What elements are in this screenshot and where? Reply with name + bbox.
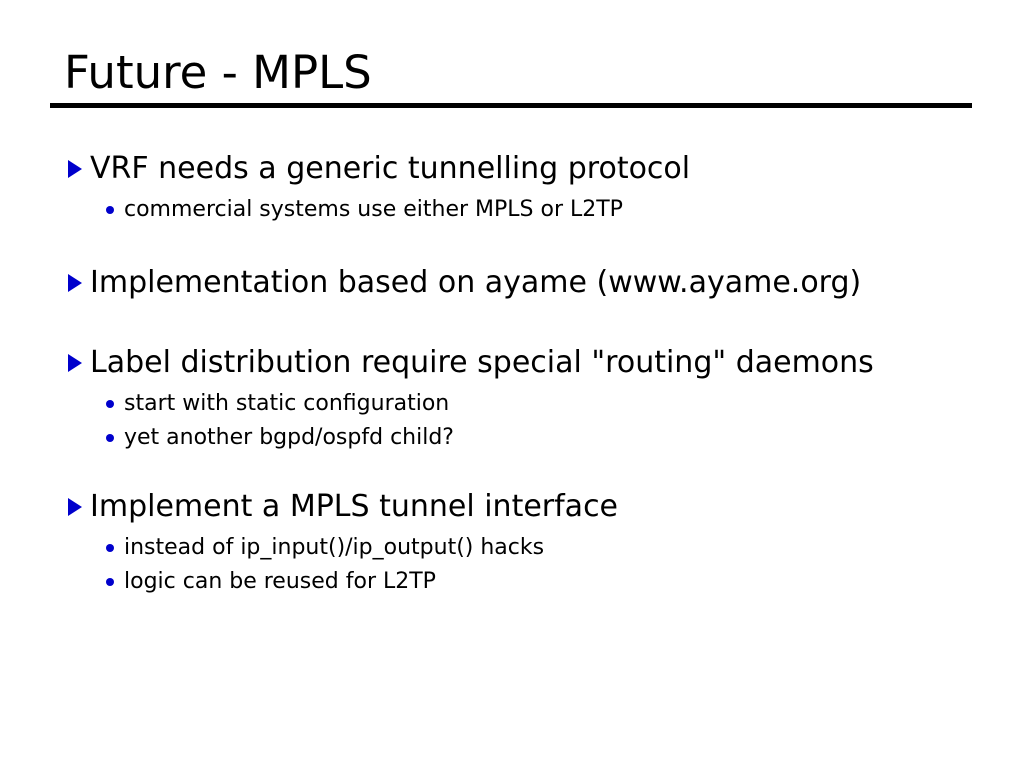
triangle-right-icon — [64, 339, 90, 387]
title-block: Future - MPLS — [50, 45, 972, 108]
bullet-group-1: VRF needs a generic tunnelling protocol … — [64, 145, 964, 227]
bullet-item: Implement a MPLS tunnel interface — [64, 483, 964, 531]
spacer — [64, 227, 964, 259]
triangle-right-icon — [64, 483, 90, 531]
spacer — [64, 307, 964, 339]
sub-bullet-item: commercial systems use either MPLS or L2… — [106, 193, 964, 227]
triangle-right-icon — [64, 259, 90, 307]
triangle-right-icon — [64, 145, 90, 193]
sub-bullet-item: logic can be reused for L2TP — [106, 565, 964, 599]
sub-bullet-text: commercial systems use either MPLS or L2… — [124, 197, 623, 222]
dot-icon — [106, 565, 124, 599]
dot-icon — [106, 421, 124, 455]
bullet-text: Implementation based on ayame (www.ayame… — [90, 265, 862, 300]
sub-bullet-text: logic can be reused for L2TP — [124, 569, 436, 594]
bullet-group-4: Implement a MPLS tunnel interface instea… — [64, 483, 964, 599]
spacer — [64, 455, 964, 483]
dot-icon — [106, 387, 124, 421]
sub-bullet-item: yet another bgpd/ospfd child? — [106, 421, 964, 455]
dot-icon — [106, 193, 124, 227]
page-title: Future - MPLS — [64, 46, 372, 99]
bullet-item: Implementation based on ayame (www.ayame… — [64, 259, 964, 307]
sub-bullet-text: yet another bgpd/ospfd child? — [124, 425, 454, 450]
bullet-item: VRF needs a generic tunnelling protocol — [64, 145, 964, 193]
bullet-text: VRF needs a generic tunnelling protocol — [90, 151, 691, 186]
slide-body: VRF needs a generic tunnelling protocol … — [64, 145, 964, 599]
title-underline-rule — [50, 103, 972, 108]
bullet-item: Label distribution require special "rout… — [64, 339, 964, 387]
dot-icon — [106, 531, 124, 565]
bullet-text: Label distribution require special "rout… — [90, 345, 874, 380]
sub-bullet-text: start with static configuration — [124, 391, 450, 416]
sub-bullet-item: instead of ip_input()/ip_output() hacks — [106, 531, 964, 565]
sub-bullet-item: start with static configuration — [106, 387, 964, 421]
sub-bullet-text: instead of ip_input()/ip_output() hacks — [124, 535, 545, 560]
bullet-group-3: Label distribution require special "rout… — [64, 339, 964, 455]
bullet-group-2: Implementation based on ayame (www.ayame… — [64, 259, 964, 307]
bullet-text: Implement a MPLS tunnel interface — [90, 489, 619, 524]
